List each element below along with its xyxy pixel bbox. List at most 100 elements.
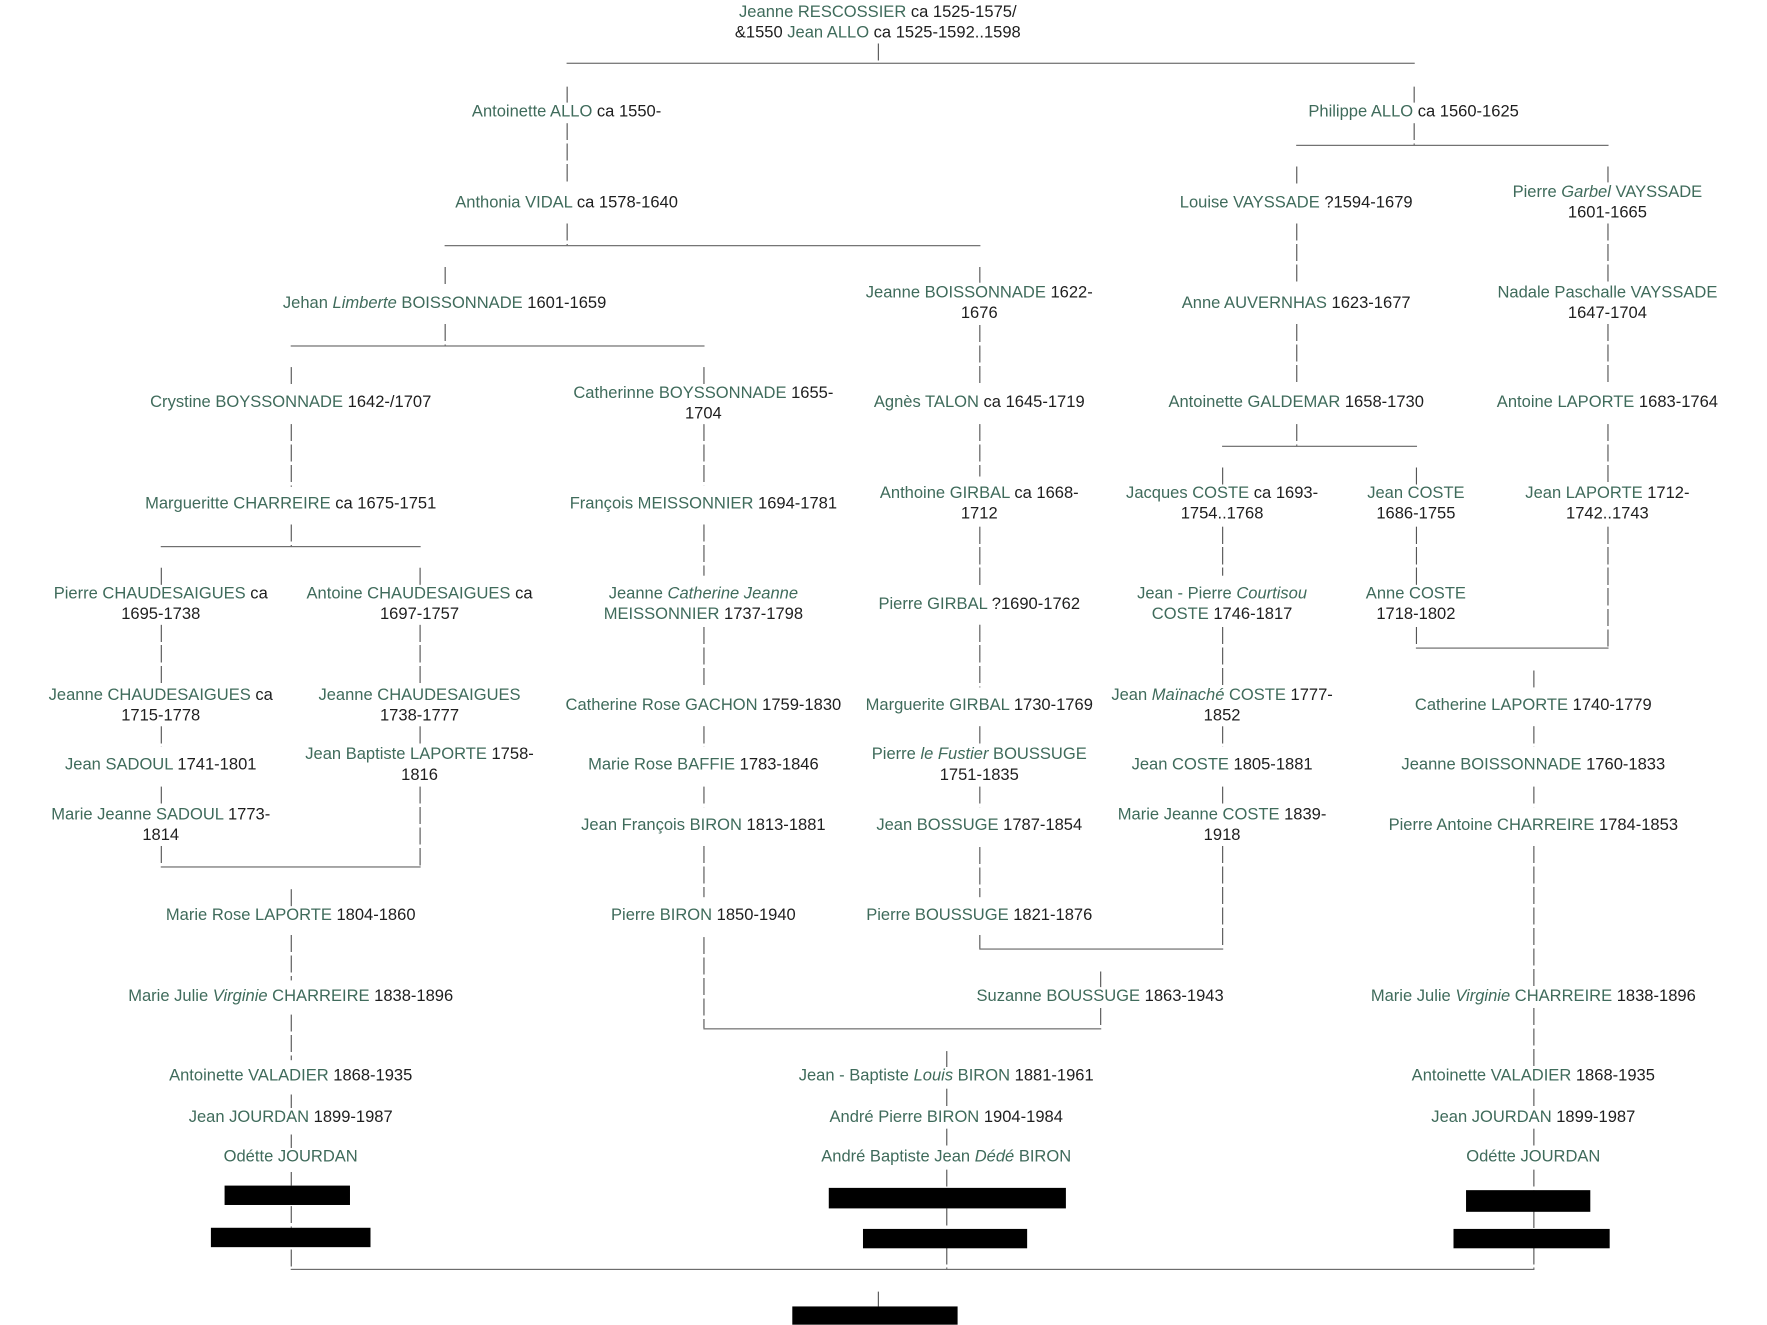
- person-node: Catherine LAPORTE 1740-1779: [1412, 696, 1654, 717]
- connector-line-vertical: [703, 937, 705, 1029]
- person-name: Jean JOURDAN: [188, 1108, 310, 1127]
- person-line: Pierre le Fustier BOUSSUGE: [872, 746, 1087, 766]
- person-node: Jean Baptiste LAPORTE 1758-1816: [302, 745, 537, 786]
- person-dates: 1738-1777: [379, 706, 460, 725]
- person-node: Jean JOURDAN 1899-1987: [186, 1108, 395, 1129]
- person-name: Anne COSTE: [1365, 584, 1466, 604]
- person-name: Jean: [1111, 686, 1152, 705]
- connector-line-horizontal: [1222, 445, 1418, 448]
- person-line: Pierre GIRBAL ?1690-1762: [878, 595, 1080, 615]
- person-dates: 1695-1738: [121, 604, 201, 624]
- connector-line-vertical: [1100, 1007, 1102, 1029]
- person-name: Pierre BIRON: [611, 906, 713, 925]
- person-line: 1918: [1118, 826, 1327, 846]
- connector-line-vertical: [1296, 424, 1298, 446]
- person-dates: &1550: [734, 23, 788, 42]
- connector-line-vertical: [1533, 1088, 1535, 1109]
- person-name: Pierre BOUSSUGE: [866, 906, 1009, 925]
- person-dates: 1899-1987: [1551, 1108, 1636, 1127]
- connector-line-vertical: [290, 1249, 293, 1269]
- person-node: Jacques COSTE ca 1693-1754..1768: [1123, 484, 1321, 525]
- person-line: Philippe ALLO ca 1560-1625: [1308, 103, 1518, 123]
- person-name: Jean SADOUL: [65, 755, 173, 775]
- person-line: 1697-1757: [307, 605, 533, 625]
- person-line: &1550 Jean ALLO ca 1525-1592..1598: [735, 23, 1021, 43]
- person-name: Jean COSTE: [1367, 484, 1465, 503]
- connector-line-vertical: [979, 786, 981, 808]
- person-node: Jean BOSSUGE 1787-1854: [874, 816, 1085, 837]
- person-line: 1742..1743: [1525, 504, 1689, 524]
- person-line: Suzanne BOUSSUGE 1863-1943: [976, 987, 1223, 1007]
- person-line: Anthonia VIDAL ca 1578-1640: [455, 194, 678, 214]
- person-node: Marguerite GIRBAL 1730-1769: [863, 696, 1096, 717]
- person-line: 1738-1777: [318, 706, 520, 726]
- person-dates: 1715-1778: [121, 706, 201, 725]
- person-line: Jean - Pierre Courtisou: [1137, 585, 1307, 605]
- connector-line-vertical: [290, 889, 293, 907]
- person-line: André Pierre BIRON 1904-1984: [830, 1108, 1063, 1128]
- person-line: MEISSONNIER 1737-1798: [604, 605, 803, 625]
- person-nickname: Limberte: [332, 294, 397, 313]
- person-name: Jean BOSSUGE: [876, 816, 999, 835]
- person-dates: ca: [250, 686, 273, 705]
- connector-line-vertical: [566, 223, 568, 246]
- person-dates: ca: [245, 584, 268, 604]
- person-node: Jeanne BOISSONNADE 1760-1833: [1399, 755, 1668, 776]
- person-name: COSTE: [1224, 686, 1286, 705]
- person-line: 1715-1778: [49, 706, 273, 726]
- connector-line-vertical: [160, 624, 163, 688]
- connector-line-vertical: [1100, 971, 1102, 988]
- person-line: COSTE 1746-1817: [1137, 605, 1307, 625]
- connector-line-vertical: [1533, 1210, 1535, 1229]
- person-line: Marie Julie Virginie CHARREIRE 1838-1896: [128, 987, 453, 1007]
- person-name: André Baptiste Jean: [821, 1147, 975, 1167]
- person-line: Pierre Garbel VAYSSADE: [1513, 184, 1703, 204]
- person-line: Jeanne BOISSONNADE 1760-1833: [1401, 756, 1665, 776]
- person-dates: ca 1675-1751: [330, 494, 437, 513]
- person-name: Nadale Paschalle VAYSSADE: [1497, 283, 1718, 303]
- person-line: Crystine BOYSSONNADE 1642-/1707: [150, 393, 431, 413]
- person-dates: 1647-1704: [1567, 303, 1647, 323]
- person-name: Marie Rose BAFFIE: [588, 755, 736, 775]
- person-name: Jeanne: [608, 584, 668, 604]
- person-name: Pierre GIRBAL: [878, 595, 988, 614]
- person-dates: 1754..1768: [1180, 504, 1264, 523]
- connector-line-vertical: [290, 1014, 293, 1061]
- connector-line-vertical: [1533, 1169, 1535, 1191]
- connector-line-horizontal: [1415, 647, 1609, 649]
- person-name: Anne AUVERNHAS: [1181, 294, 1327, 313]
- connector-line-vertical: [1607, 166, 1609, 183]
- person-line: André Baptiste Jean Dédé BIRON: [821, 1148, 1071, 1168]
- connector-line-vertical: [1296, 223, 1298, 285]
- connector-line-vertical: [877, 1291, 880, 1307]
- person-dates: 1787-1854: [998, 816, 1083, 835]
- person-name: Odétte JOURDAN: [1466, 1147, 1601, 1167]
- person-name: Jean COSTE: [1131, 755, 1229, 775]
- connector-line-vertical: [290, 367, 293, 386]
- person-dates: 1863-1943: [1140, 987, 1224, 1006]
- person-node: Catherine Rose GACHON 1759-1830: [563, 696, 844, 717]
- person-dates: ca 1693-: [1249, 484, 1319, 503]
- connector-line-vertical: [1222, 786, 1224, 804]
- person-dates: 1852: [1203, 706, 1241, 725]
- person-line: Jean François BIRON 1813-1881: [581, 816, 825, 836]
- person-node: Agnès TALON ca 1645-1719: [871, 393, 1087, 414]
- person-name: Jean ALLO: [787, 23, 870, 42]
- connector-line-vertical: [1533, 1007, 1535, 1068]
- person-name: Jean - Pierre: [1137, 584, 1237, 604]
- person-line: Odétte JOURDAN: [1466, 1148, 1600, 1168]
- person-node: Philippe ALLO ca 1560-1625: [1306, 102, 1522, 123]
- person-name: Antoinette GALDEMAR: [1168, 393, 1341, 412]
- person-name: Odétte JOURDAN: [223, 1147, 358, 1167]
- person-line: 1704: [573, 404, 833, 424]
- person-node: Pierre GIRBAL ?1690-1762: [876, 595, 1083, 616]
- person-dates: 1918: [1203, 825, 1241, 845]
- person-dates: 1783-1846: [735, 755, 819, 775]
- connector-line-vertical: [946, 1247, 948, 1269]
- person-name: Antoinette ALLO: [471, 102, 593, 121]
- person-line: Louise VAYSSADE ?1594-1679: [1180, 194, 1413, 214]
- person-line: Catherine LAPORTE 1740-1779: [1415, 697, 1652, 717]
- person-node: Jeanne BOISSONNADE 1622-1676: [863, 283, 1096, 324]
- person-line: Jeanne Catherine Jeanne: [604, 585, 803, 605]
